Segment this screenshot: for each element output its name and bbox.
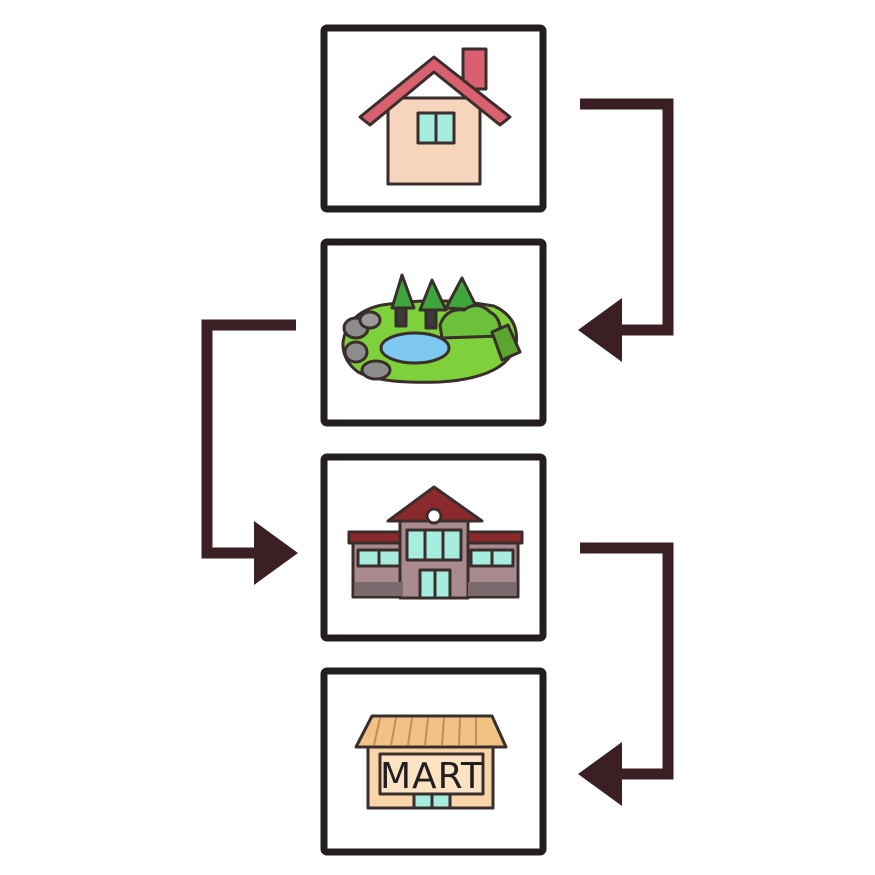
school-building-icon [347,485,524,600]
flow-arrow-school-to-mart [578,542,674,806]
flow-arrow-park-to-school [201,319,298,585]
flow-arrow-home-to-park [578,98,674,362]
house-icon [358,47,512,186]
park-pond-icon [341,273,522,384]
mart-sign-text: MART [380,756,484,797]
mart-store-icon: MART [354,714,508,810]
